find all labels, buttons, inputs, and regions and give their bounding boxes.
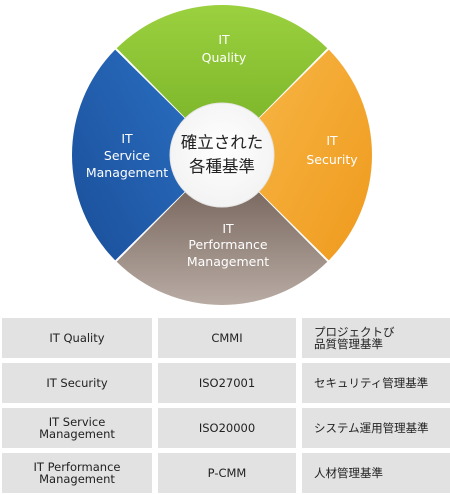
segment-it-service-management	[71, 49, 185, 261]
cell-standard: CMMI	[158, 318, 296, 358]
label-performance-line-2: Performance	[188, 237, 268, 252]
label-service-line-1: IT	[121, 131, 133, 146]
label-quality-line-1: IT	[218, 32, 230, 47]
cell-description: 人材管理基準	[302, 453, 450, 493]
segment-it-quality	[116, 4, 328, 118]
center-circle	[169, 102, 275, 208]
label-quality-line-2: Quality	[202, 50, 247, 65]
cell-standard: ISO20000	[158, 408, 296, 448]
segment-it-performance-management	[116, 192, 328, 305]
cell-domain: IT Security	[2, 363, 152, 403]
cell-description: セキュリティ管理基準	[302, 363, 450, 403]
cell-description: システム運用管理基準	[302, 408, 450, 448]
standards-wheel-diagram: 確立された 各種基準 IT Quality IT Security IT Per…	[71, 4, 372, 305]
label-performance-line-3: Management	[187, 254, 269, 269]
label-security-line-1: IT	[326, 133, 338, 148]
label-security-line-2: Security	[306, 152, 358, 167]
label-performance-line-1: IT	[222, 221, 234, 236]
cell-description: プロジェクトび 品質管理基準	[302, 318, 450, 358]
table-row: IT Service Management ISO20000 システム運用管理基…	[2, 408, 450, 448]
center-text-line-1: 確立された	[181, 133, 264, 152]
segment-it-security	[259, 49, 372, 261]
table-row: IT Security ISO27001 セキュリティ管理基準	[2, 363, 450, 403]
label-service-line-3: Management	[86, 165, 168, 180]
cell-domain: IT Quality	[2, 318, 152, 358]
cell-standard: P-CMM	[158, 453, 296, 493]
cell-domain: IT Service Management	[2, 408, 152, 448]
table-row: IT Performance Management P-CMM 人材管理基準	[2, 453, 450, 493]
center-text-line-2: 各種基準	[189, 157, 255, 176]
label-service-line-2: Service	[104, 148, 151, 163]
cell-standard: ISO27001	[158, 363, 296, 403]
cell-domain: IT Performance Management	[2, 453, 152, 493]
table-row: IT Quality CMMI プロジェクトび 品質管理基準	[2, 318, 450, 358]
